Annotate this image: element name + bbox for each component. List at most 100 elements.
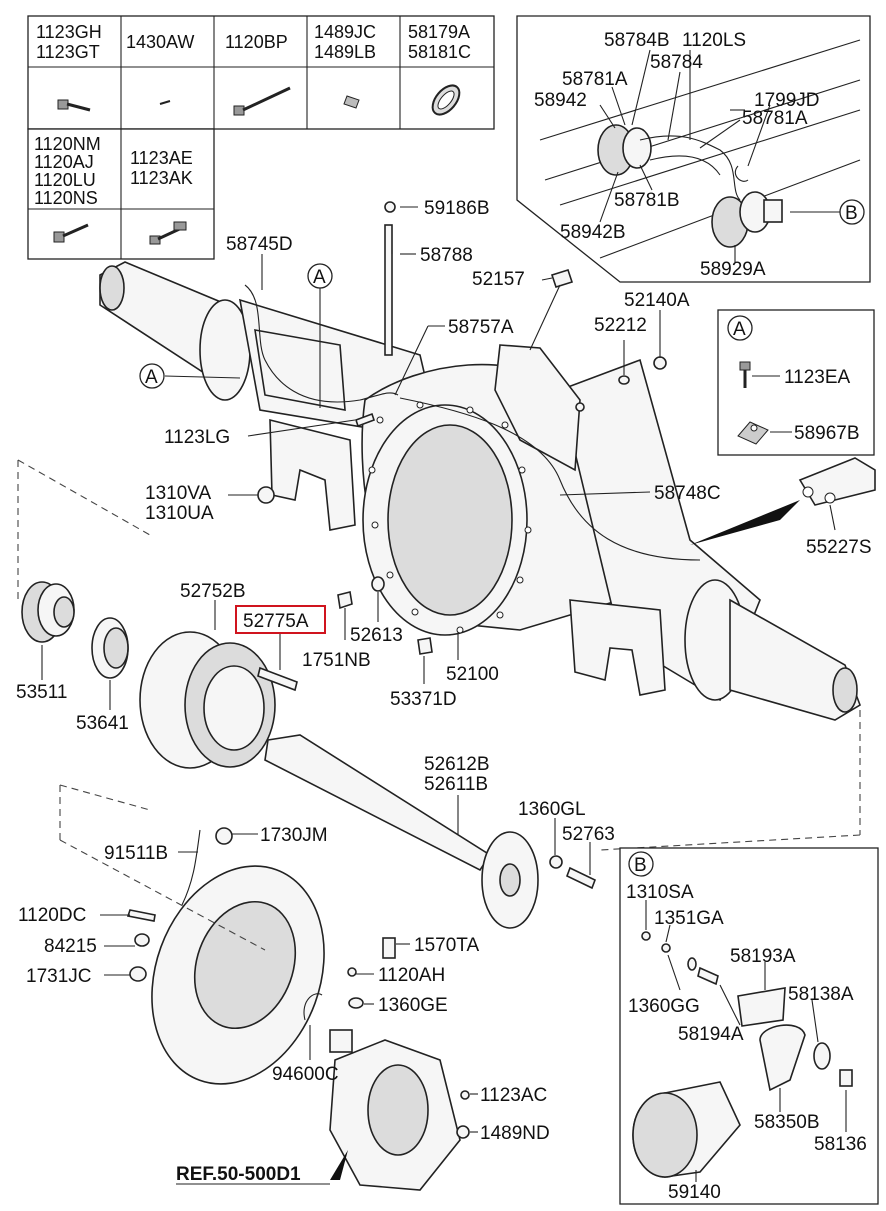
table-code: 58179A <box>408 22 470 42</box>
part-label: 58967B <box>794 423 860 444</box>
part-label: 52752B <box>180 581 246 602</box>
part-label: 58942 <box>534 90 587 111</box>
part-label: 59186B <box>424 198 490 219</box>
part-label: 52763 <box>562 824 615 845</box>
pointer-wedge <box>690 500 800 545</box>
seal-53641 <box>91 617 129 679</box>
table-code: 1120AJ <box>34 152 94 172</box>
part-label: 53511 <box>16 682 67 703</box>
sensor-icon <box>597 124 652 176</box>
part-label: 58781B <box>614 190 680 211</box>
bolt-short-icon <box>57 99 91 112</box>
part-label: 1310UA <box>145 503 214 524</box>
part-label: 52212 <box>594 315 647 336</box>
part-label: 1489ND <box>480 1123 550 1144</box>
part-label: 58194A <box>678 1024 744 1045</box>
part-label: 58350B <box>754 1112 820 1133</box>
part-label: 1310SA <box>626 882 694 903</box>
detail-b-title: B <box>634 855 647 876</box>
table-code: 1489JC <box>314 22 376 42</box>
part-label: 55227S <box>806 537 872 558</box>
part-label: 1120LS <box>682 30 746 51</box>
table-code: 58181C <box>408 42 471 62</box>
part-label: 52612B <box>424 754 490 775</box>
part-label: 58929A <box>700 259 766 280</box>
brake-chamber-icon <box>632 1081 741 1178</box>
table-code: 1123GH <box>36 22 102 42</box>
part-label: 1751NB <box>302 650 371 671</box>
detail-ref-b: B <box>845 203 858 224</box>
ref-a-circle <box>307 263 333 289</box>
table-code: 1120BP <box>225 32 288 52</box>
part-label: 1123AC <box>480 1085 547 1106</box>
reference-label[interactable]: REF.50-500D1 <box>176 1164 301 1185</box>
detail-sensor-harness: B 58784B 1120LS 58781A 58784 58942 1799J… <box>516 15 871 283</box>
table-code: 1123GT <box>36 42 100 62</box>
part-label: 1123EA <box>784 367 851 388</box>
highlight-box <box>235 605 326 634</box>
part-label: 58757A <box>448 317 514 338</box>
screw-icon <box>739 361 751 388</box>
part-label: 53641 <box>76 713 129 734</box>
part-label: 58942B <box>560 222 626 243</box>
ref-a-label: A <box>145 367 158 388</box>
part-label: 1120DC <box>18 905 86 926</box>
part-label: 84215 <box>44 936 97 957</box>
clamp-icon <box>737 421 769 445</box>
bolt-1751nb <box>337 591 353 610</box>
table-code: 1120NM <box>34 134 101 154</box>
sensor-icon <box>711 191 783 248</box>
part-label: 58781A <box>742 108 808 129</box>
clip-icon <box>343 95 360 109</box>
part-label: 1730JM <box>260 825 328 846</box>
part-label: 1799JD <box>754 90 820 111</box>
part-label: 52611B <box>424 774 488 795</box>
bolt-icon <box>53 223 89 243</box>
table-code: 1430AW <box>126 32 194 52</box>
part-label: 1123LG <box>164 427 230 448</box>
table-code: 1489LB <box>314 42 376 62</box>
part-label: 58784B <box>604 30 670 51</box>
detail-a-title: A <box>733 319 746 340</box>
detail-b: B 1310SA 1351GA 58193A 1360GG 58194A 581… <box>619 847 879 1205</box>
part-label: 58136 <box>814 1134 867 1155</box>
leader-lines <box>41 206 836 1180</box>
ref-a-label: A <box>313 267 326 288</box>
actuator-icon <box>759 1024 806 1092</box>
table-code: 1123AK <box>130 168 193 188</box>
pin-icon <box>159 100 171 105</box>
ref-a-circle <box>139 363 165 389</box>
part-label: 1360GE <box>378 995 448 1016</box>
bearing-53511 <box>21 581 75 643</box>
part-label: 1310VA <box>145 483 212 504</box>
part-label: 1351GA <box>654 908 724 929</box>
part-label: 91511B <box>104 843 168 864</box>
part-label: 58784 <box>650 52 703 73</box>
axle-shaft <box>264 734 597 929</box>
part-label: 58748C <box>654 483 721 504</box>
highlighted-part-label[interactable]: 52775A <box>243 611 309 632</box>
part-label: 58788 <box>420 245 473 266</box>
part-label: 53371D <box>390 689 457 710</box>
part-label: 58781A <box>562 69 628 90</box>
part-label: 58138A <box>788 984 854 1005</box>
sensor-bracket-icon <box>798 457 876 506</box>
detail-a: A 1123EA 58967B <box>717 309 875 456</box>
bolt-long-icon <box>233 86 291 116</box>
part-label: 94600C <box>272 1064 339 1085</box>
part-label: 1731JC <box>26 966 92 987</box>
table-code: 1120NS <box>34 188 98 208</box>
part-label: 52613 <box>350 625 403 646</box>
hub-52752b <box>139 631 298 769</box>
bracket-icon <box>737 987 786 1027</box>
part-label: 59140 <box>668 1182 721 1203</box>
part-label: 1360GG <box>628 996 700 1017</box>
part-label: 52100 <box>446 664 499 685</box>
parts-table: 1123GH 1123GT 1430AW 1120BP 1489JC 1489L… <box>27 15 495 260</box>
backing-plate <box>126 827 325 1085</box>
part-label: 1120AH <box>378 965 445 986</box>
table-code: 1123AE <box>130 148 193 168</box>
part-label: 52157 <box>472 269 525 290</box>
part-label: 58745D <box>226 234 293 255</box>
part-label: 58193A <box>730 946 796 967</box>
